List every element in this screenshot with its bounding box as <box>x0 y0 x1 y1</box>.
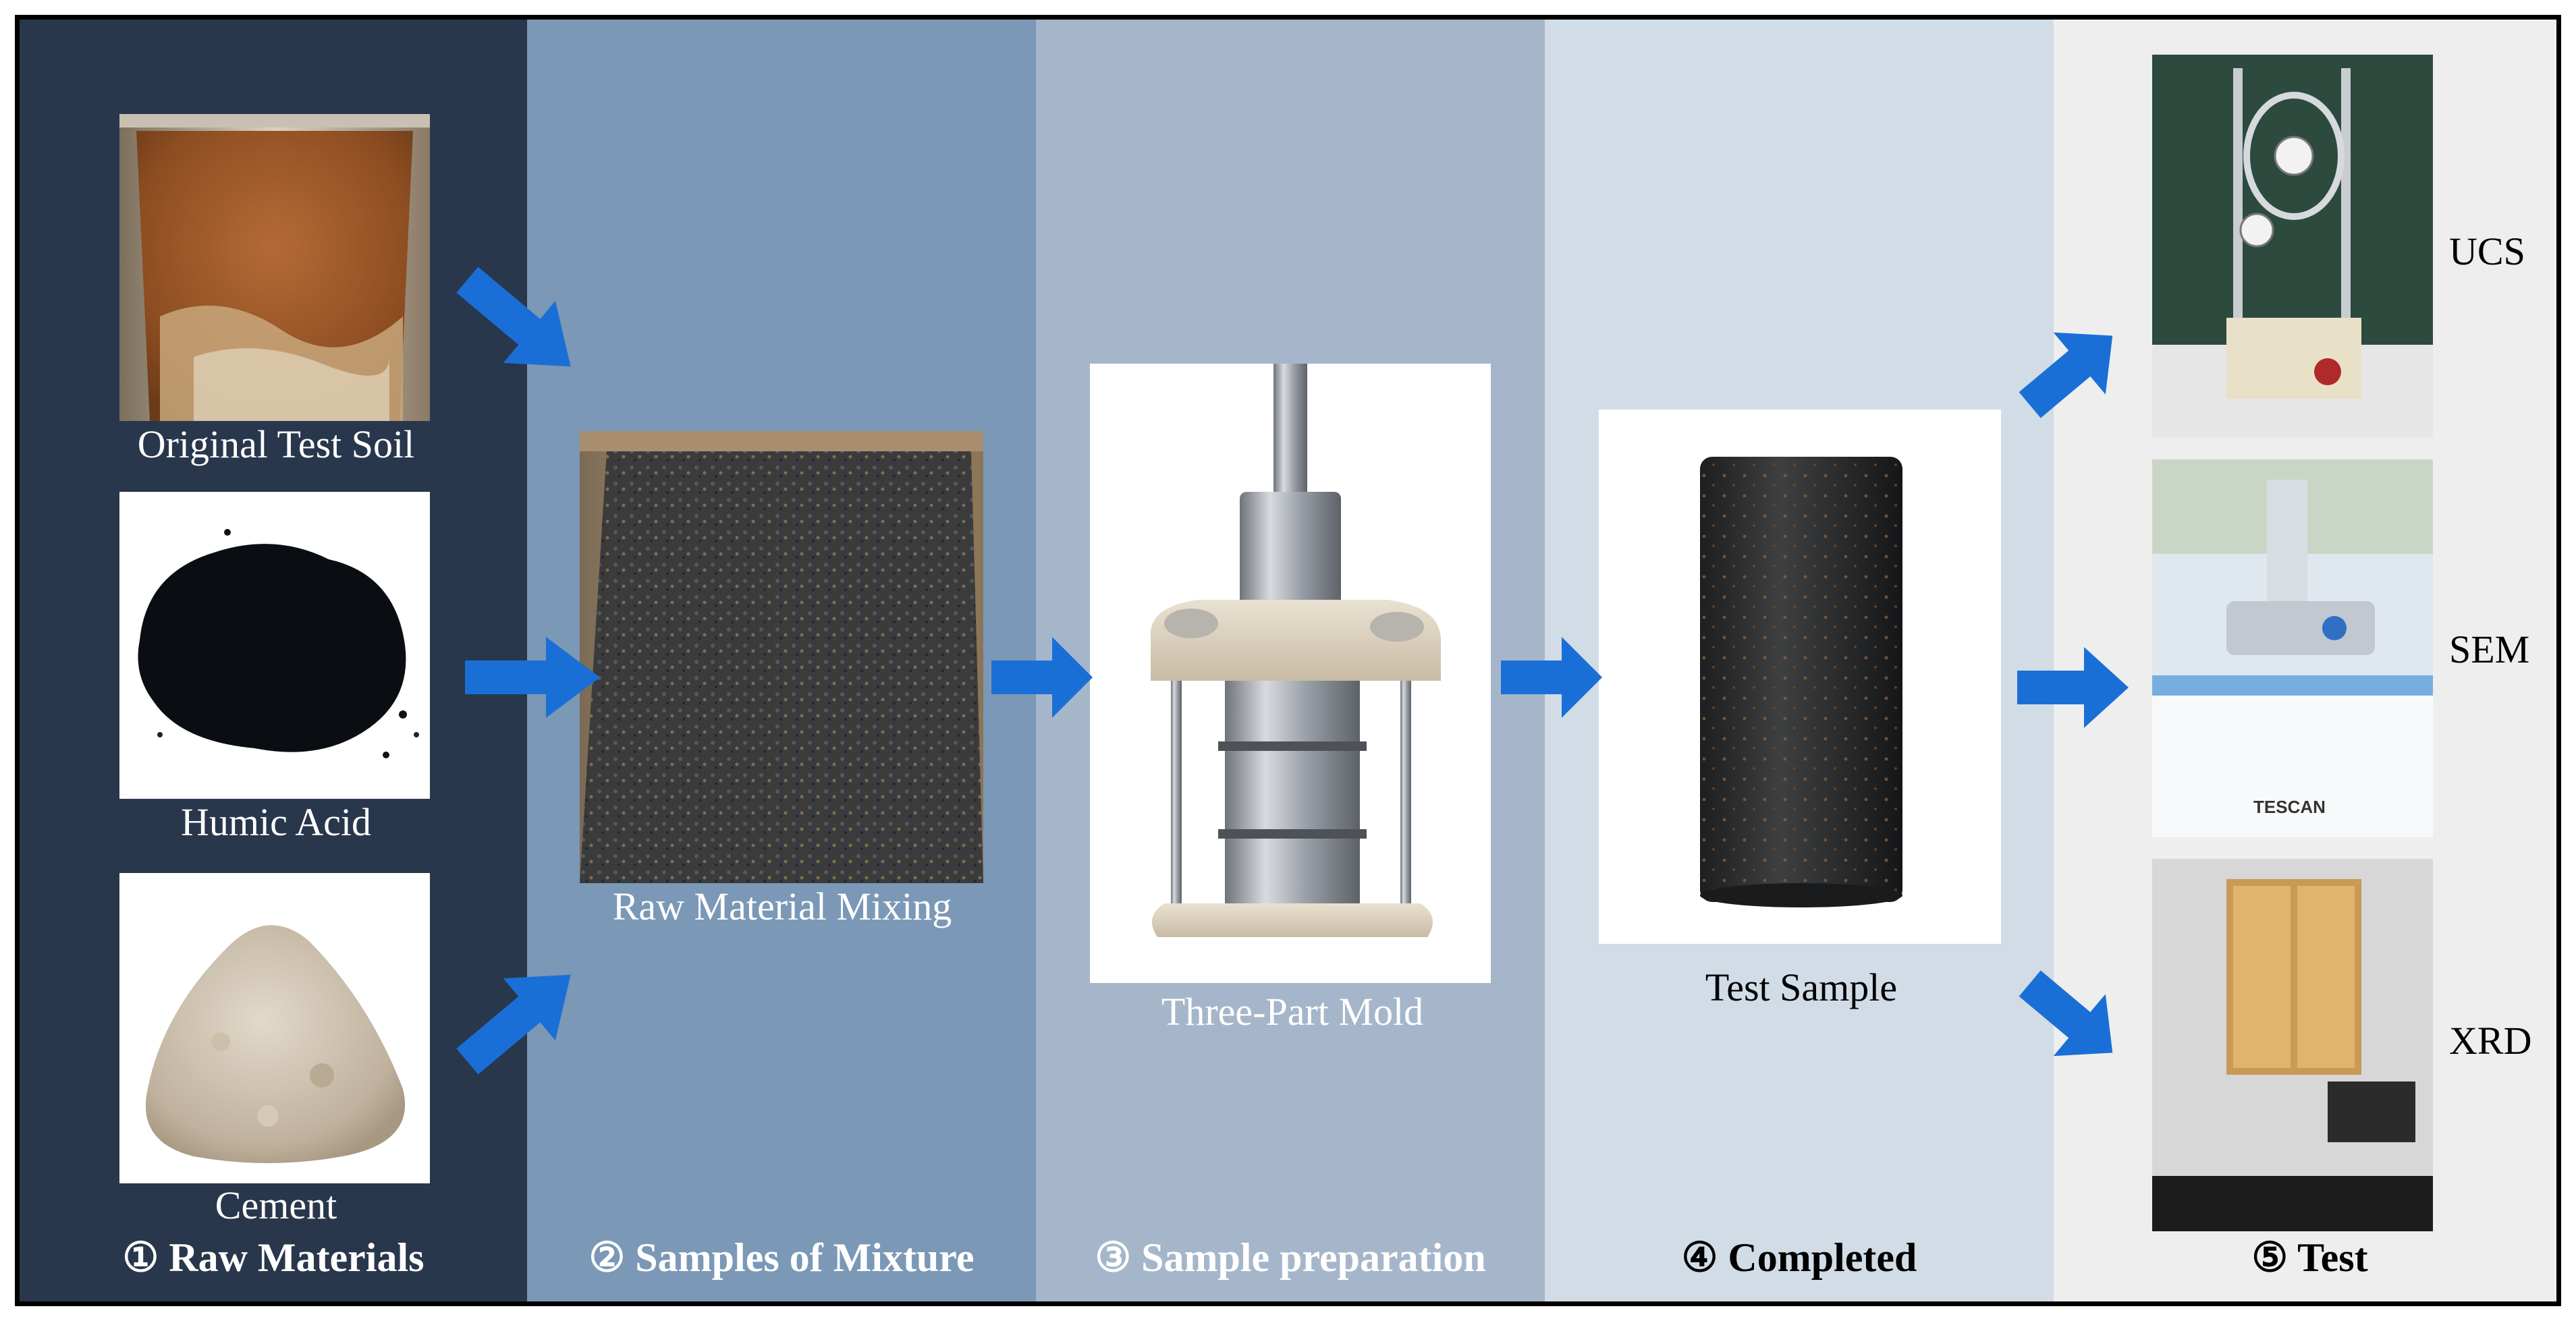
arrow-sample-to-ucs <box>2019 332 2113 418</box>
arrow-mix-to-mold <box>991 637 1093 718</box>
three-part-mold-caption: Three-Part Mold <box>1161 990 1424 1034</box>
sem-brand-text: TESCAN <box>2253 797 2326 817</box>
sem-label: SEM <box>2449 627 2530 671</box>
sem-machine-photo: TESCAN <box>2152 459 2433 837</box>
arrow-cement-to-mix <box>456 974 571 1075</box>
arrow-soil-to-mix <box>456 266 571 367</box>
arrow-mold-to-sample <box>1501 637 1602 718</box>
original-soil-photo <box>119 114 430 421</box>
arrow-sample-to-sem <box>2017 647 2129 728</box>
raw-material-mixing-caption: Raw Material Mixing <box>612 884 952 928</box>
flowchart-frame: Original Test Soil Humic Acid <box>15 15 2561 1306</box>
xrd-label: XRD <box>2449 1019 2532 1063</box>
ucs-machine-photo <box>2152 55 2433 438</box>
ucs-label: UCS <box>2449 229 2525 273</box>
cement-caption: Cement <box>215 1183 337 1227</box>
step-samples-of-mixture: ② Samples of Mixture <box>588 1235 975 1280</box>
original-soil-caption: Original Test Soil <box>137 422 415 466</box>
cement-photo <box>119 873 430 1183</box>
test-sample-caption: Test Sample <box>1705 965 1898 1009</box>
raw-material-mixing-photo <box>580 431 983 883</box>
step-raw-materials: ① Raw Materials <box>122 1235 424 1280</box>
arrow-humic-to-mix <box>465 637 600 718</box>
step-sample-preparation: ③ Sample preparation <box>1095 1235 1486 1280</box>
three-part-mold-photo <box>1090 364 1491 983</box>
humic-acid-photo <box>119 492 430 799</box>
xrd-machine-photo <box>2152 859 2433 1231</box>
humic-acid-caption: Humic Acid <box>181 800 371 844</box>
step-completed: ④ Completed <box>1681 1235 1917 1280</box>
test-sample-photo <box>1599 410 2001 944</box>
step-test: ⑤ Test <box>2251 1235 2368 1280</box>
arrow-sample-to-xrd <box>2019 970 2113 1057</box>
